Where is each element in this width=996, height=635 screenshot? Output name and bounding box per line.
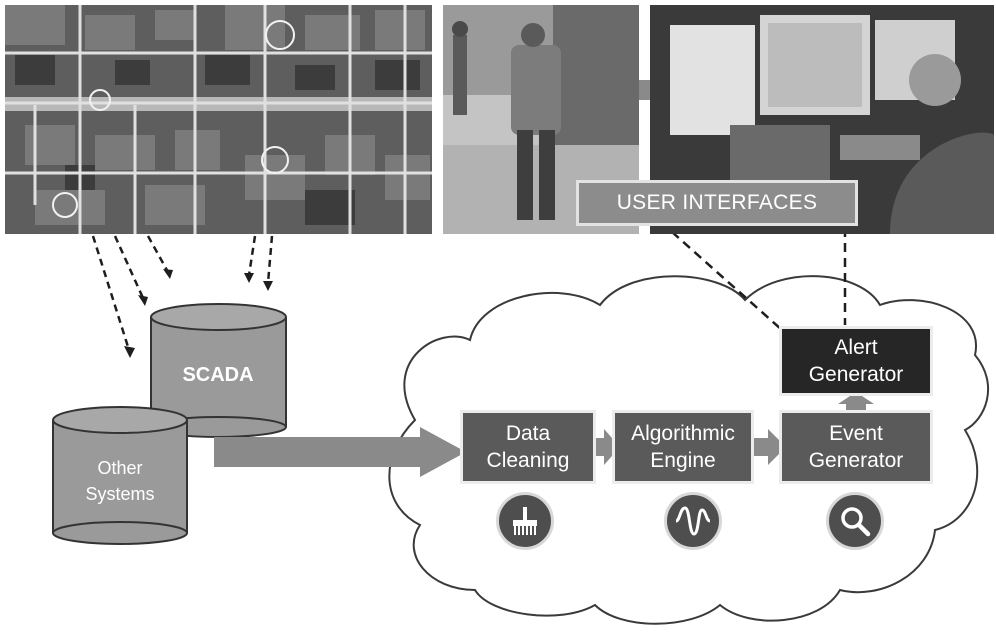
data-cleaning-box: Data Cleaning [460, 410, 596, 484]
waveform-icon [664, 492, 722, 550]
aerial-network-map [5, 5, 432, 234]
sensor-links [91, 235, 274, 351]
other-systems-label: Other Systems [53, 455, 187, 507]
scada-label: SCADA [182, 364, 254, 386]
input-arrow [214, 427, 466, 477]
event-generator-line2: Generator [808, 449, 904, 472]
other-systems-line1: Other [97, 458, 143, 478]
other-systems-cylinder [52, 406, 188, 545]
scada-cylinder [150, 303, 287, 438]
algorithmic-engine-box: Algorithmic Engine [612, 410, 754, 484]
event-to-alert-arrow [838, 392, 874, 412]
sensor-arrowheads [124, 269, 273, 358]
alert-generator-line1: Alert [834, 336, 878, 359]
magnifier-icon [826, 492, 884, 550]
algorithmic-engine-line2: Engine [650, 449, 716, 472]
engine-to-event-arrow [752, 429, 786, 465]
alert-generator-line2: Generator [808, 363, 904, 386]
user-interfaces-label: USER INTERFACES [576, 180, 858, 226]
algorithmic-engine-line1: Algorithmic [631, 422, 735, 445]
data-cleaning-line1: Data [505, 422, 551, 445]
event-generator-line1: Event [829, 422, 883, 445]
cleaning-to-engine-arrow [594, 429, 620, 465]
alert-generator-box: Alert Generator [779, 326, 933, 396]
broom-icon [496, 492, 554, 550]
other-systems-line2: Systems [85, 484, 155, 504]
event-generator-box: Event Generator [779, 410, 933, 484]
data-cleaning-line2: Cleaning [486, 449, 570, 472]
